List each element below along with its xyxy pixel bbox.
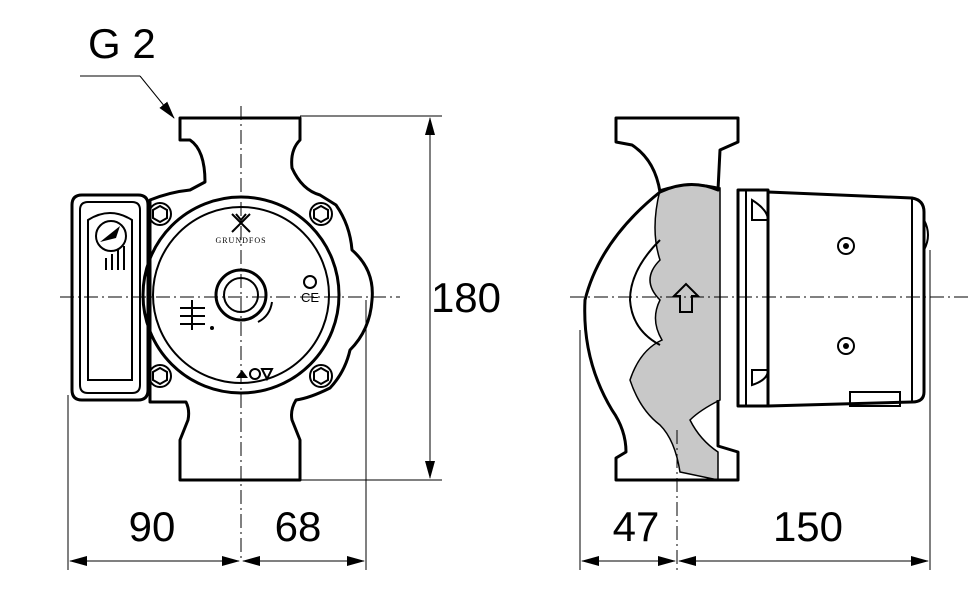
rating-plate-symbols — [180, 300, 214, 330]
motor-screw — [837, 237, 855, 255]
terminal-box-face — [87, 212, 133, 381]
thread-label: G 2 — [88, 20, 156, 67]
side-left-dimension-label: 47 — [613, 503, 660, 550]
pump-volute-outline — [583, 190, 740, 482]
front-width-dimension — [67, 300, 367, 570]
info-icon — [303, 275, 317, 289]
mounting-screw — [309, 202, 333, 226]
mounting-screw — [309, 364, 333, 388]
thread-leader — [80, 75, 175, 119]
terminal-box-inner — [79, 201, 141, 394]
speed-selector-needle — [100, 226, 120, 242]
height-dimension — [300, 115, 442, 481]
front-left-dimension-label: 90 — [129, 503, 176, 550]
pump-symbols — [236, 368, 274, 382]
pump-housing-side-outline — [614, 116, 740, 194]
rotation-arrow-icon — [257, 301, 273, 323]
motor-body-side — [766, 190, 926, 408]
height-dimension-label: 180 — [431, 274, 501, 321]
side-view — [570, 116, 970, 570]
front-right-dimension-label: 68 — [275, 503, 322, 550]
mounting-screw — [148, 364, 172, 388]
pump-housing-outline — [148, 116, 374, 482]
flow-direction-arrow-icon — [671, 282, 701, 313]
motor-screw — [837, 337, 855, 355]
mounting-screw — [148, 202, 172, 226]
side-right-dimension-label: 150 — [773, 503, 843, 550]
volute-inner-line — [628, 239, 661, 346]
pump-housing-section — [629, 183, 721, 481]
terminal-box-outline — [70, 193, 150, 402]
side-width-dimension — [579, 250, 931, 570]
front-view: G 2 — [60, 20, 400, 560]
speed-selector-dial — [95, 220, 127, 252]
logo-text: GRUNDFOS — [215, 236, 266, 245]
